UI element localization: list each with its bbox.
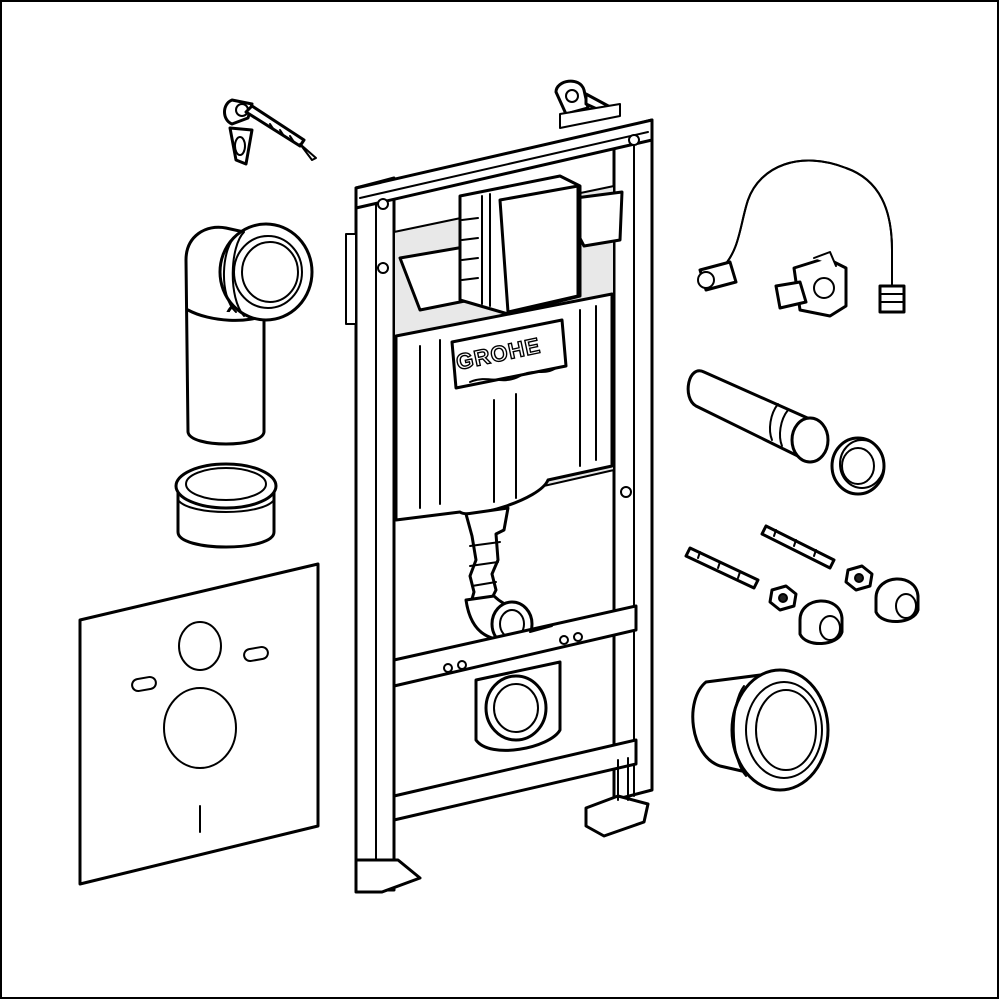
threaded-rods xyxy=(684,524,836,590)
water-supply-hose xyxy=(697,159,906,314)
flush-bend-pipe xyxy=(184,222,314,446)
connector-pipe xyxy=(686,369,830,464)
angle-valve xyxy=(774,251,848,318)
sealing-ring xyxy=(830,436,886,496)
cap-covers xyxy=(798,577,920,645)
nuts xyxy=(768,564,874,612)
waste-connector-sleeve xyxy=(691,668,830,792)
wall-anchor-bracket-left xyxy=(223,98,317,166)
installation-frame: GROHE xyxy=(345,79,654,894)
sound-insulation-mat xyxy=(78,562,320,886)
pipe-sleeve xyxy=(174,462,278,549)
